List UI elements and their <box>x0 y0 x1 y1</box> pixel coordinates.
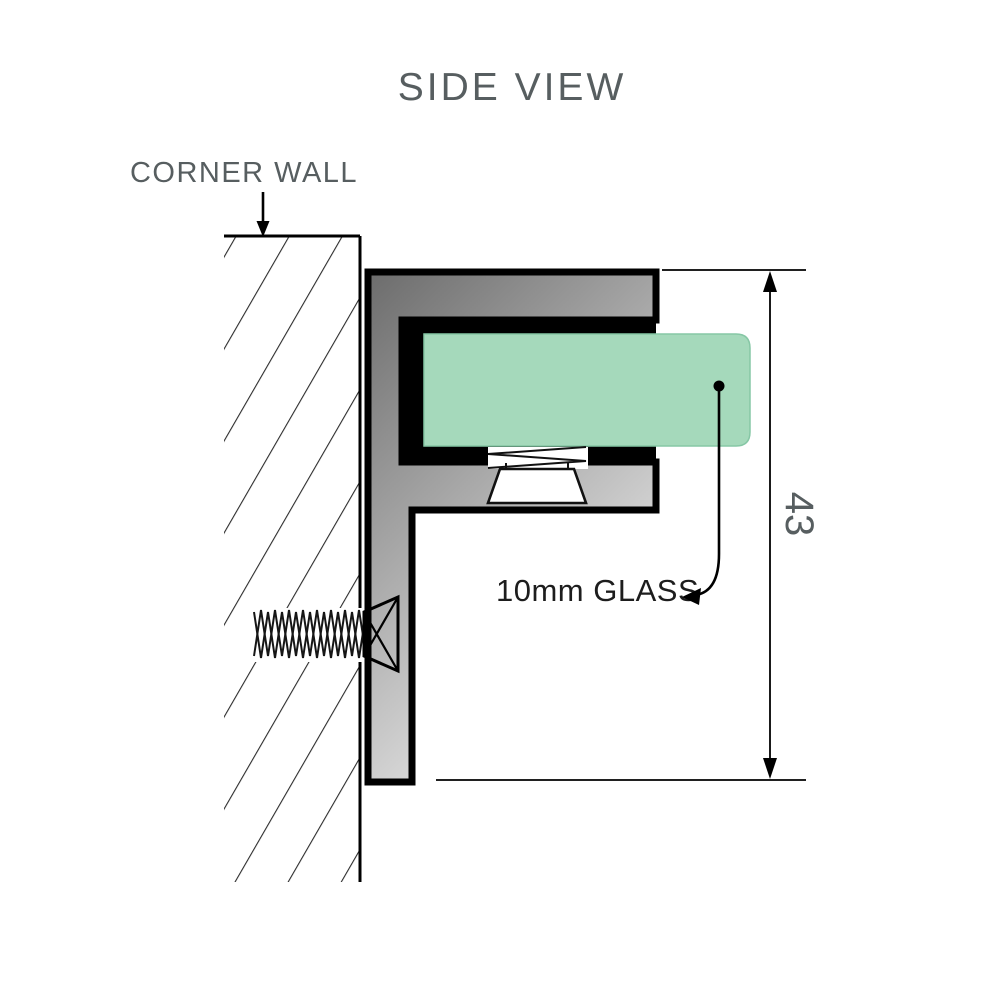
glass-label: 10mm GLASS <box>496 573 699 608</box>
corner-wall-label: CORNER WALL <box>130 157 358 189</box>
seal-wedge <box>487 446 588 469</box>
diagram-title: SIDE VIEW <box>398 66 627 109</box>
leader-arrow-icon <box>682 588 701 605</box>
seal-cup <box>486 463 588 505</box>
glass-panel <box>423 333 751 447</box>
wall-hatch <box>224 236 360 882</box>
screw-head <box>362 594 400 674</box>
dim-arrow-up-icon <box>763 271 777 292</box>
down-arrow-icon <box>256 192 270 237</box>
dim-arrow-down-icon <box>763 758 777 779</box>
dim-label: 43 <box>777 492 821 537</box>
glass-leader-line <box>695 386 721 597</box>
screw-thread <box>252 608 365 662</box>
